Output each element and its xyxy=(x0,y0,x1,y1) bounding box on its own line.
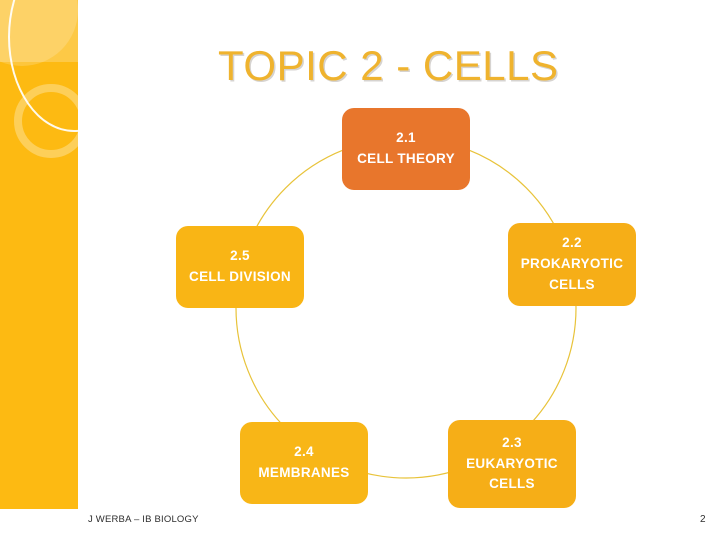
footer-attribution: J WERBA – IB BIOLOGY xyxy=(88,514,199,525)
page-number: 2 xyxy=(700,514,706,525)
cycle-node-2-4-label: MEMBRANES xyxy=(258,465,350,480)
cycle-node-2-1-number: 2.1 xyxy=(396,130,416,146)
cycle-node-2-4[interactable]: 2.4 MEMBRANES xyxy=(240,422,368,504)
cycle-node-2-3[interactable]: 2.3 EUKARYOTIC CELLS xyxy=(448,420,576,508)
cycle-node-2-5-number: 2.5 xyxy=(230,248,250,264)
cycle-node-2-5[interactable]: 2.5 CELL DIVISION xyxy=(176,226,304,308)
cycle-node-2-3-number: 2.3 xyxy=(502,434,522,450)
cycle-node-2-2[interactable]: 2.2 PROKARYOTIC CELLS xyxy=(508,223,636,306)
cycle-diagram: 2.1 CELL THEORY 2.2 PROKARYOTIC CELLS 2.… xyxy=(160,100,650,510)
decorative-sidebar xyxy=(0,0,78,509)
cycle-node-2-2-number: 2.2 xyxy=(562,235,582,251)
cycle-node-2-4-number: 2.4 xyxy=(294,444,314,460)
cycle-node-2-1-label: CELL THEORY xyxy=(357,151,455,166)
cycle-node-2-1[interactable]: 2.1 CELL THEORY xyxy=(342,108,470,190)
page-title: TOPIC 2 - CELLS xyxy=(218,42,559,89)
cycle-node-2-5-label: CELL DIVISION xyxy=(189,269,291,284)
cycle-node-2-3-label: EUKARYOTIC CELLS xyxy=(466,455,558,492)
cycle-node-2-2-label: PROKARYOTIC CELLS xyxy=(520,256,624,292)
